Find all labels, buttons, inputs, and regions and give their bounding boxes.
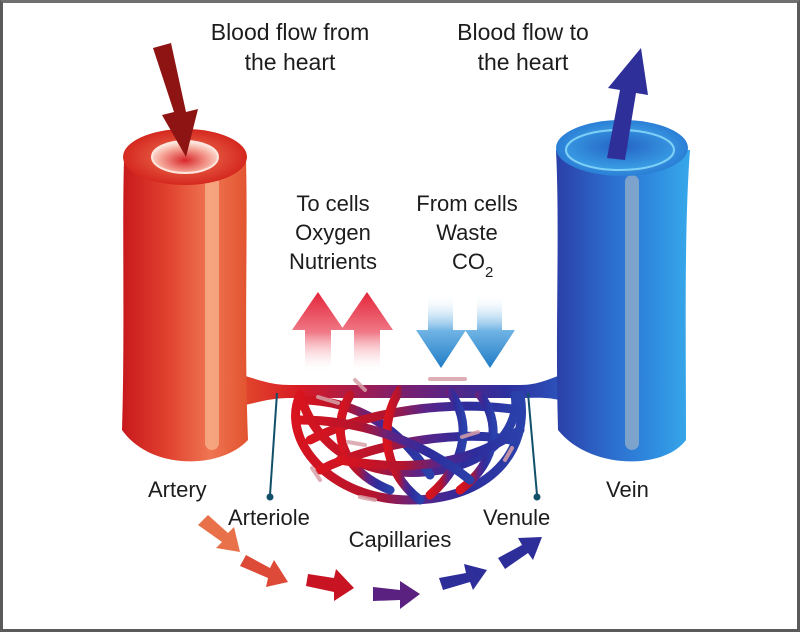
title-from-heart-line1: Blood flow from xyxy=(211,19,370,45)
vein-vessel xyxy=(556,120,690,462)
title-from-heart: Blood flow from the heart xyxy=(211,19,370,75)
flow-arrow-icon xyxy=(439,564,487,590)
venule-pointer-line xyxy=(527,392,538,496)
from-cells-line1: From cells xyxy=(416,191,517,216)
from-cells-line2: Waste xyxy=(436,220,498,245)
down-arrow-icon xyxy=(416,294,466,368)
flow-arrow-icon xyxy=(240,555,288,587)
outflow-arrow xyxy=(607,48,648,160)
venule-label: Venule xyxy=(483,505,550,530)
title-to-heart: Blood flow to the heart xyxy=(457,19,589,75)
up-arrow-icon xyxy=(292,292,344,373)
arrow-up-icon xyxy=(607,48,648,160)
to-cells-label: To cells Oxygen Nutrients xyxy=(289,191,377,274)
capillary-highlights xyxy=(310,377,514,502)
down-arrow-icon xyxy=(465,294,515,368)
arteriole-pointer-line xyxy=(269,392,278,496)
co2-main: CO xyxy=(452,249,485,274)
arteriole-label: Arteriole xyxy=(228,505,310,530)
capillaries-label: Capillaries xyxy=(349,527,452,552)
to-cells-line3: Nutrients xyxy=(289,249,377,274)
co2-label: CO2 xyxy=(452,249,493,281)
flow-arrow-icon xyxy=(306,569,354,601)
flow-arrow-icon xyxy=(198,515,240,552)
to-cells-line2: Oxygen xyxy=(295,220,371,245)
arrow-down-icon xyxy=(153,43,198,157)
artery-vessel xyxy=(122,129,248,462)
co2-subscript: 2 xyxy=(485,264,493,281)
title-from-heart-line2: the heart xyxy=(245,49,336,75)
title-to-heart-line2: the heart xyxy=(478,49,569,75)
waste-down-arrows xyxy=(416,294,515,368)
flow-arrow-icon xyxy=(498,537,542,569)
flow-arrows xyxy=(198,515,542,609)
capillary-bed xyxy=(291,385,526,505)
oxygen-up-arrows xyxy=(292,292,393,373)
from-cells-label: From cells Waste CO2 xyxy=(416,191,517,281)
flow-arrow-icon xyxy=(373,581,420,609)
vein-label: Vein xyxy=(606,477,649,502)
title-to-heart-line1: Blood flow to xyxy=(457,19,589,45)
to-cells-line1: To cells xyxy=(296,191,369,216)
inflow-arrow xyxy=(153,43,198,157)
artery-label: Artery xyxy=(148,477,207,502)
up-arrow-icon xyxy=(341,292,393,373)
pointer-lines xyxy=(266,392,541,501)
